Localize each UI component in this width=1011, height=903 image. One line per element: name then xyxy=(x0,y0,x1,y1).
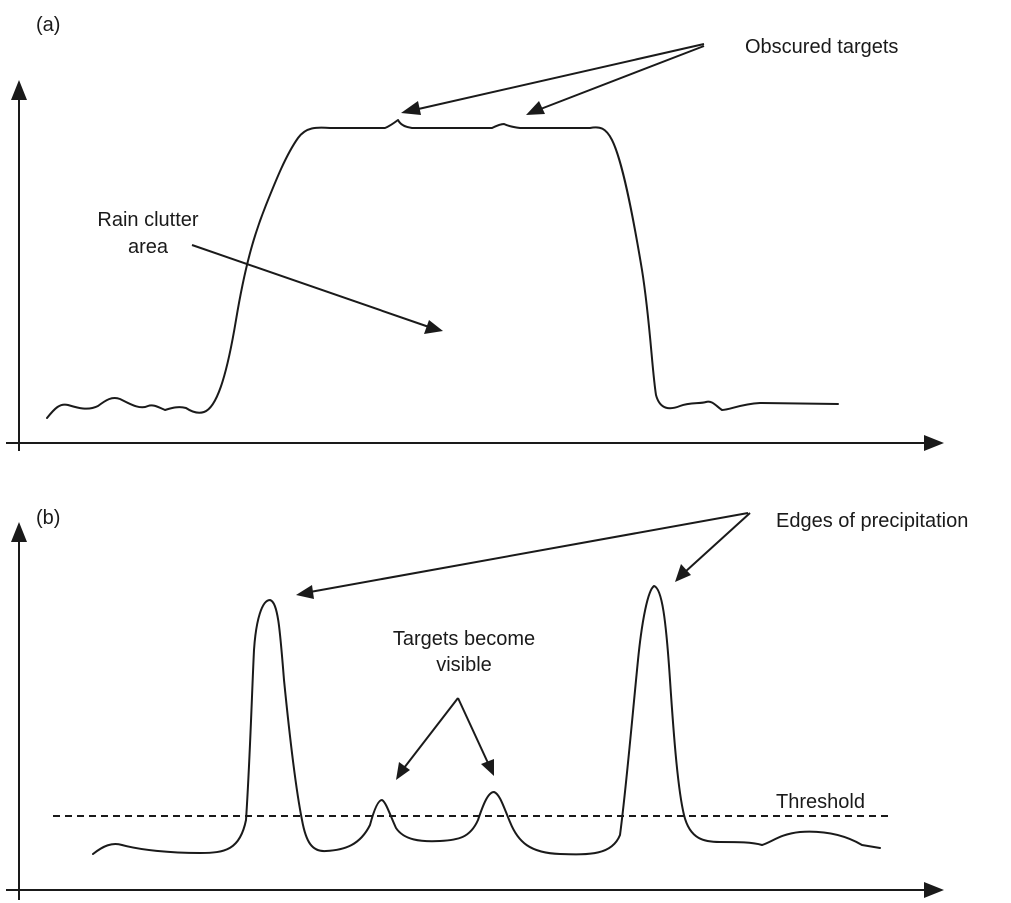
panel-a-y-axis-arrowhead xyxy=(11,80,27,100)
panel-a-clutter-curve xyxy=(46,119,839,419)
targets-arrow-right xyxy=(457,697,489,764)
targets-arrow-left-head xyxy=(396,762,410,780)
obscured-targets-label: Obscured targets xyxy=(745,36,898,58)
obscured-arrow-left-head xyxy=(401,101,421,115)
obscured-arrow-right-head xyxy=(526,101,545,115)
targets-arrow-right-head xyxy=(481,759,494,776)
panel-b-y-axis-arrowhead xyxy=(11,522,27,542)
edges-arrow-right xyxy=(684,512,751,573)
panel-a: (a) Obscured targets Rain clutter area xyxy=(6,14,944,451)
targets-visible-label-line1: Targets become xyxy=(393,628,535,650)
panel-a-x-axis-arrowhead xyxy=(924,435,944,451)
edges-arrow-left xyxy=(309,512,749,593)
panel-a-label: (a) xyxy=(36,14,60,36)
edges-arrow-left-head xyxy=(296,585,314,599)
obscured-arrow-right xyxy=(537,45,705,111)
panel-b: (b) Threshold Edges of precipitation Tar… xyxy=(6,507,968,900)
rain-clutter-label-line2: area xyxy=(128,236,169,258)
rain-clutter-label-line1: Rain clutter xyxy=(97,209,198,231)
panel-b-processed-curve xyxy=(92,585,881,856)
obscured-arrow-left xyxy=(413,43,705,111)
panel-b-label: (b) xyxy=(36,507,60,529)
threshold-label: Threshold xyxy=(776,791,865,813)
edges-arrow-right-head xyxy=(675,564,691,582)
rain-clutter-arrow xyxy=(191,244,430,328)
rain-clutter-arrow-head xyxy=(424,320,443,334)
targets-arrow-left xyxy=(403,697,459,769)
targets-visible-label-line2: visible xyxy=(436,654,492,676)
panel-b-x-axis-arrowhead xyxy=(924,882,944,898)
edges-of-precipitation-label: Edges of precipitation xyxy=(776,510,968,532)
